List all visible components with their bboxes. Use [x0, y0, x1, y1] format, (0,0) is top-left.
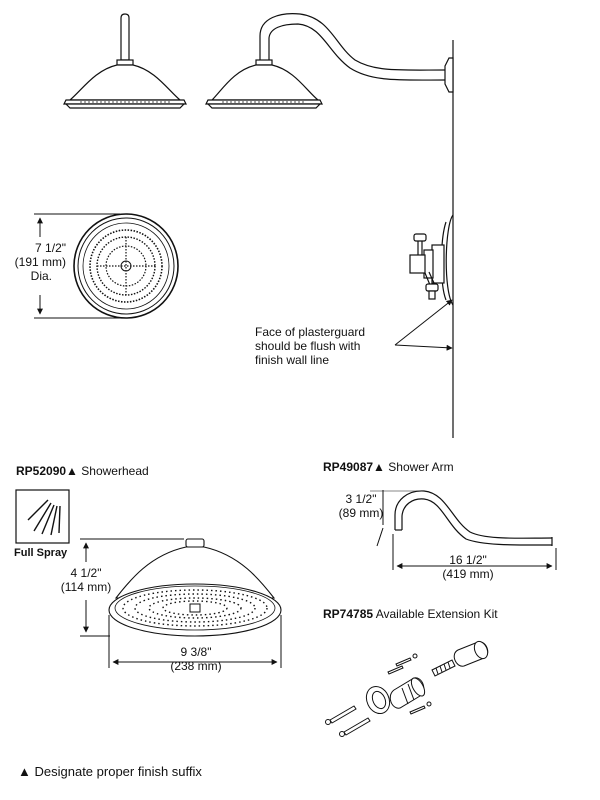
- arm-rise-metric: (89 mm): [338, 506, 384, 520]
- showerhead-model: RP52090: [16, 464, 67, 478]
- showerhead-height-label: 4 1/2" (114 mm): [52, 566, 120, 594]
- showerhead-height-dimension: [80, 538, 184, 637]
- showerhead-side-view: [63, 13, 187, 109]
- extension-kit-title: RP74785 Available Extension Kit: [323, 607, 498, 621]
- diameter-metric: (191 mm): [14, 255, 66, 269]
- shower-arm-name: Shower Arm: [388, 460, 454, 474]
- extension-kit-threaded-stud: [431, 659, 456, 677]
- valve-trim-side-view: [409, 214, 454, 306]
- extension-kit-screw: [339, 717, 371, 737]
- full-spray-icon: [15, 489, 70, 544]
- extension-kit-model: RP74785: [323, 607, 374, 621]
- showerhead-arm-assembly: [205, 13, 454, 438]
- extension-kit-sleeve: [389, 677, 426, 709]
- wall-note-line-2: should be flush with: [255, 339, 361, 353]
- arm-length-metric: (419 mm): [442, 567, 494, 581]
- arm-rise-imperial: 3 1/2": [345, 492, 377, 506]
- showerhead-detail-view: [108, 538, 282, 637]
- showerhead-width-imperial: 9 3/8": [180, 645, 212, 659]
- showerhead-name: Showerhead: [81, 464, 149, 478]
- diameter-imperial: 7 1/2": [35, 241, 66, 255]
- extension-kit-ring: [365, 685, 391, 715]
- arm-rise-dimension: [370, 490, 420, 547]
- showerhead-finish-marker: ▲: [66, 464, 78, 478]
- showerhead-face-view: [73, 213, 179, 319]
- footnote-marker: ▲: [18, 764, 31, 779]
- extension-kit-name: Available Extension Kit: [375, 607, 498, 621]
- showerhead-width-metric: (238 mm): [170, 659, 222, 673]
- arm-rise-label: 3 1/2" (89 mm): [330, 492, 392, 520]
- showerhead-height-metric: (114 mm): [60, 580, 112, 594]
- showerhead-height-imperial: 4 1/2": [70, 566, 102, 580]
- showerhead-title: RP52090▲ Showerhead: [16, 464, 149, 478]
- extension-kit-end-cap: [453, 640, 489, 667]
- wall-note-line-1: Face of plasterguard: [255, 325, 366, 339]
- extension-kit-parts: [325, 640, 489, 737]
- shower-arm-detail: [394, 490, 553, 546]
- arm-length-imperial: 16 1/2": [449, 553, 487, 567]
- diameter-suffix: Dia.: [30, 269, 52, 283]
- diameter-label: 7 1/2" (191 mm) Dia.: [0, 241, 66, 283]
- shower-arm-title: RP49087▲ Shower Arm: [323, 460, 454, 474]
- finish-suffix-footnote: ▲ Designate proper finish suffix: [18, 765, 202, 779]
- wall-note: Face of plasterguard should be flush wit…: [255, 325, 365, 367]
- shower-arm-finish-marker: ▲: [373, 460, 385, 474]
- showerhead-width-dimension: [108, 615, 282, 668]
- extension-kit-screw: [325, 705, 357, 725]
- showerhead-width-label: 9 3/8" (238 mm): [160, 645, 232, 673]
- diameter-dimension: [34, 213, 120, 319]
- wall-note-line-3: finish wall line: [255, 353, 330, 367]
- arm-length-dimension: [392, 534, 557, 570]
- arm-length-label: 16 1/2" (419 mm): [430, 553, 506, 581]
- wall-note-leaders: [394, 299, 453, 351]
- shower-arm-model: RP49087: [323, 460, 374, 474]
- footnote-text: Designate proper finish suffix: [34, 764, 202, 779]
- full-spray-label: Full Spray: [14, 547, 68, 559]
- extension-kit-pins: [387, 653, 432, 715]
